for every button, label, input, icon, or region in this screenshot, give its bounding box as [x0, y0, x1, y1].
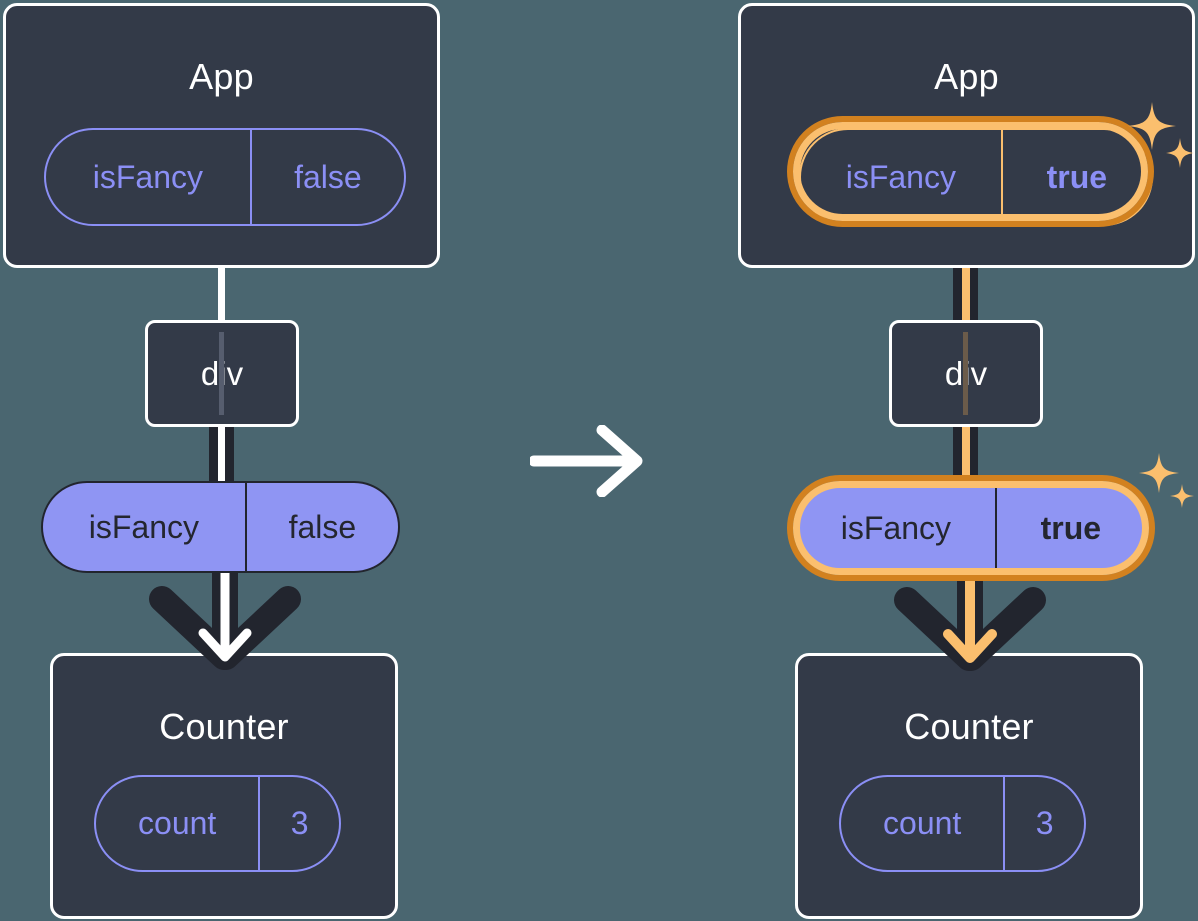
left-counter-state-name: count: [138, 805, 217, 841]
sparkles-icon: [1139, 453, 1194, 508]
right-prop-arrow: [885, 568, 1055, 678]
left-counter-panel: Counter count 3: [50, 653, 398, 919]
right-counter-state-value: 3: [1003, 777, 1084, 870]
left-counter-state-value: 3: [258, 777, 339, 870]
right-app-state-value: true: [1000, 130, 1151, 224]
right-wire-div-to-prop: [953, 424, 978, 486]
right-prop-sparkles: [1134, 448, 1198, 516]
left-app-state-name: isFancy: [92, 158, 203, 195]
left-wire-div-to-prop: [209, 424, 234, 486]
right-app-sparkles: [1122, 96, 1198, 176]
left-div-inner-line: [219, 332, 224, 415]
right-counter-panel: Counter count 3: [795, 653, 1143, 919]
left-wire-app-to-div: [218, 255, 225, 325]
right-div-inner-line: [963, 332, 968, 415]
right-prop-value: true: [994, 485, 1145, 571]
transition-arrow: [528, 424, 648, 498]
left-app-state-pill: isFancy false: [44, 128, 406, 226]
left-prop-value: false: [244, 483, 398, 571]
right-prop-pill: isFancy true: [795, 483, 1147, 573]
left-counter-title: Counter: [159, 706, 289, 747]
right-prop-name: isFancy: [840, 509, 951, 546]
right-wire-core-top: [962, 215, 970, 327]
left-prop-pill: isFancy false: [41, 481, 400, 573]
right-app-state-name: isFancy: [845, 158, 956, 195]
left-prop-name: isFancy: [88, 508, 199, 545]
right-app-state-pill: isFancy true: [799, 128, 1153, 226]
left-prop-arrow: [140, 565, 310, 675]
left-app-panel: App isFancy false: [3, 3, 440, 268]
left-app-state-value: false: [249, 130, 404, 224]
left-counter-state-pill: count 3: [94, 775, 341, 872]
right-app-title: App: [934, 56, 999, 97]
right-counter-title: Counter: [904, 706, 1034, 747]
sparkles-icon: [1128, 102, 1194, 168]
right-counter-state-pill: count 3: [839, 775, 1086, 872]
right-wire-core-bottom: [962, 424, 970, 486]
right-counter-state-name: count: [883, 805, 962, 841]
left-wire-core: [218, 424, 225, 486]
left-app-title: App: [189, 56, 254, 97]
arrow-right-icon: [528, 424, 643, 498]
